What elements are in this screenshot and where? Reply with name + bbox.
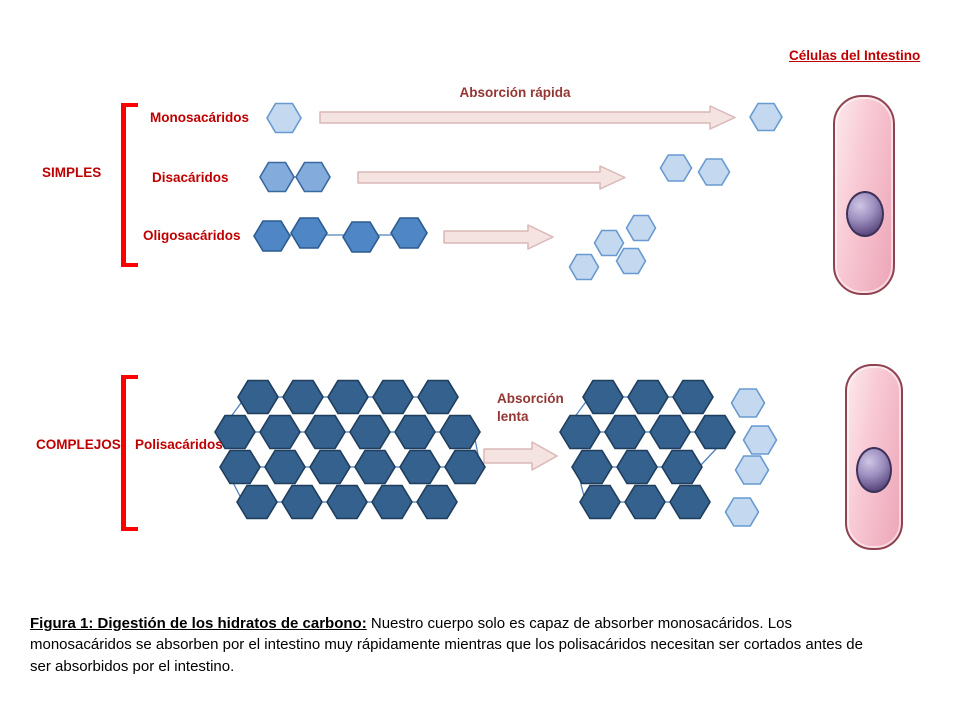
oligosaccharides-label: Oligosacáridos bbox=[143, 228, 241, 243]
group-label-simples: SIMPLES bbox=[42, 165, 102, 180]
figure-caption: Figura 1: Digestión de los hidratos de c… bbox=[30, 613, 880, 677]
hexagon-dark-sugar-unit-icon bbox=[354, 449, 396, 485]
slow-absorption-label-line2: lenta bbox=[497, 409, 529, 424]
hexagon-medium-sugar-unit-icon bbox=[295, 161, 331, 193]
rapid-absorption-arrow-mono bbox=[319, 105, 736, 130]
figure-caption-lead: Figura 1: Digestión de los hidratos de c… bbox=[30, 615, 367, 632]
hexagon-dark-sugar-unit-icon bbox=[349, 414, 391, 450]
hexagon-dark-sugar-unit-icon bbox=[669, 484, 711, 520]
hexagon-dark-sugar-unit-icon bbox=[624, 484, 666, 520]
slow-absorption-label-line1: Absorción bbox=[497, 391, 564, 406]
hexagon-dark-sugar-unit-icon bbox=[282, 379, 324, 415]
hexagon-light-sugar-unit-icon bbox=[734, 455, 770, 485]
hexagon-dark-sugar-unit-icon bbox=[579, 484, 621, 520]
intestine-cell-top bbox=[833, 95, 895, 295]
hexagon-light-sugar-unit-icon bbox=[625, 214, 657, 242]
hexagon-dark-sugar-unit-icon bbox=[399, 449, 441, 485]
group-label-complejos: COMPLEJOS bbox=[36, 437, 121, 452]
hexagon-dark-sugar-unit-icon bbox=[264, 449, 306, 485]
hexagon-dark-sugar-unit-icon bbox=[672, 379, 714, 415]
intestine-cell-bottom bbox=[845, 364, 903, 550]
hexagon-deep-sugar-unit-icon bbox=[390, 217, 428, 249]
disaccharides-label: Disacáridos bbox=[152, 170, 229, 185]
hexagon-dark-sugar-unit-icon bbox=[559, 414, 601, 450]
hexagon-dark-sugar-unit-icon bbox=[571, 449, 613, 485]
hexagon-dark-sugar-unit-icon bbox=[372, 379, 414, 415]
polysaccharides-label: Polisacáridos bbox=[135, 437, 223, 452]
hexagon-light-sugar-unit-icon bbox=[593, 229, 625, 257]
hexagon-dark-sugar-unit-icon bbox=[416, 484, 458, 520]
hexagon-deep-sugar-unit-icon bbox=[253, 220, 291, 252]
hexagon-dark-sugar-unit-icon bbox=[236, 484, 278, 520]
hexagon-dark-sugar-unit-icon bbox=[237, 379, 279, 415]
rapid-absorption-arrow-di bbox=[357, 165, 626, 190]
hexagon-dark-sugar-unit-icon bbox=[417, 379, 459, 415]
hexagon-light-sugar-unit-icon bbox=[615, 247, 647, 275]
hexagon-light-sugar-unit-icon bbox=[697, 158, 731, 186]
hexagon-dark-sugar-unit-icon bbox=[326, 484, 368, 520]
hexagon-dark-sugar-unit-icon bbox=[281, 484, 323, 520]
figure-caption-body: Nuestro cuerpo solo es capaz de absorber… bbox=[30, 615, 863, 675]
hexagon-dark-sugar-unit-icon bbox=[394, 414, 436, 450]
hexagon-light-sugar-unit-icon bbox=[749, 102, 783, 132]
hexagon-dark-sugar-unit-icon bbox=[259, 414, 301, 450]
slow-absorption-arrow-poly bbox=[483, 441, 558, 471]
hexagon-dark-sugar-unit-icon bbox=[616, 449, 658, 485]
hexagon-light-sugar-unit-icon bbox=[266, 102, 302, 134]
hexagon-light-sugar-unit-icon bbox=[659, 154, 693, 182]
hexagon-medium-sugar-unit-icon bbox=[259, 161, 295, 193]
hexagon-dark-sugar-unit-icon bbox=[694, 414, 736, 450]
hexagon-dark-sugar-unit-icon bbox=[627, 379, 669, 415]
hexagon-dark-sugar-unit-icon bbox=[309, 449, 351, 485]
slow-absorption-label: Absorción lenta bbox=[497, 390, 564, 426]
rapid-absorption-arrow-oligo bbox=[443, 224, 554, 250]
hexagon-light-sugar-unit-icon bbox=[724, 497, 760, 527]
hexagon-dark-sugar-unit-icon bbox=[649, 414, 691, 450]
monosaccharides-label: Monosacáridos bbox=[150, 110, 250, 125]
hexagon-dark-sugar-unit-icon bbox=[214, 414, 256, 450]
hexagon-dark-sugar-unit-icon bbox=[371, 484, 413, 520]
hexagon-dark-sugar-unit-icon bbox=[219, 449, 261, 485]
hexagon-light-sugar-unit-icon bbox=[568, 253, 600, 281]
hexagon-light-sugar-unit-icon bbox=[730, 388, 766, 418]
intestine-cells-title: Células del Intestino bbox=[789, 48, 921, 63]
hexagon-deep-sugar-unit-icon bbox=[290, 217, 328, 249]
cell-nucleus bbox=[856, 447, 892, 493]
hexagon-dark-sugar-unit-icon bbox=[661, 449, 703, 485]
hexagon-dark-sugar-unit-icon bbox=[304, 414, 346, 450]
complejos-bracket bbox=[121, 375, 138, 531]
cell-nucleus bbox=[846, 191, 884, 237]
hexagon-dark-sugar-unit-icon bbox=[327, 379, 369, 415]
hexagon-dark-sugar-unit-icon bbox=[439, 414, 481, 450]
hexagon-dark-sugar-unit-icon bbox=[444, 449, 486, 485]
hexagon-dark-sugar-unit-icon bbox=[582, 379, 624, 415]
hexagon-dark-sugar-unit-icon bbox=[604, 414, 646, 450]
rapid-absorption-label: Absorción rápida bbox=[459, 85, 571, 100]
simples-bracket bbox=[121, 103, 138, 267]
hexagon-deep-sugar-unit-icon bbox=[342, 221, 380, 253]
hexagon-light-sugar-unit-icon bbox=[742, 425, 778, 455]
